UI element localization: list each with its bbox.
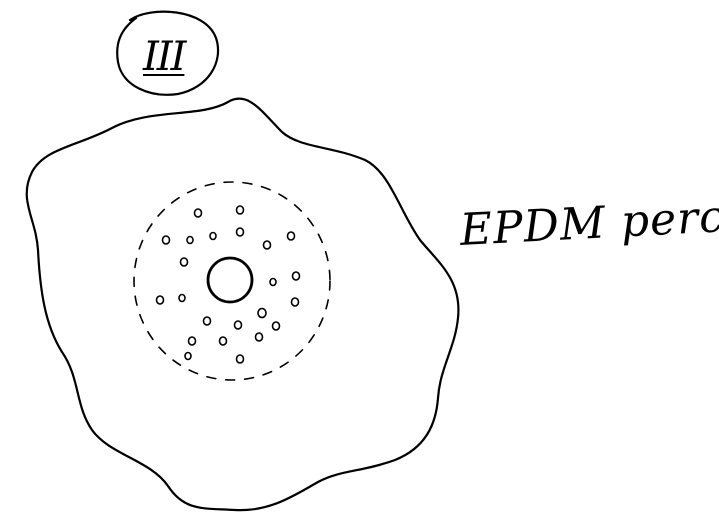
perforated-zone-boundary [134,182,330,380]
perforation-hole [210,233,216,240]
perforation-hole [256,333,263,341]
sheet-outline [27,99,459,511]
perforation-hole [288,232,295,240]
perforation-hole [270,279,276,286]
perforation-hole [258,309,266,318]
perforation-hole [220,337,227,345]
perforation-hole [293,272,300,280]
perforation-hole [189,337,196,345]
perforation-hole [195,209,202,217]
perforation-hole [187,237,193,244]
perforation-holes [157,206,300,363]
perforation-hole [163,236,170,244]
perforation-hole [237,228,244,236]
perforation-hole [179,295,185,302]
perforation-hole [181,258,188,266]
perforation-hole [235,321,242,329]
perforation-hole [264,241,271,249]
perforation-hole [292,298,299,306]
perforation-hole [157,296,164,304]
perforation-hole [237,355,244,363]
sample-number-label: III [143,34,184,80]
perforation-hole [273,322,280,330]
perforation-hole [237,206,244,214]
perforation-hole [204,317,211,325]
perforation-hole [185,353,191,360]
central-hole [208,258,252,302]
